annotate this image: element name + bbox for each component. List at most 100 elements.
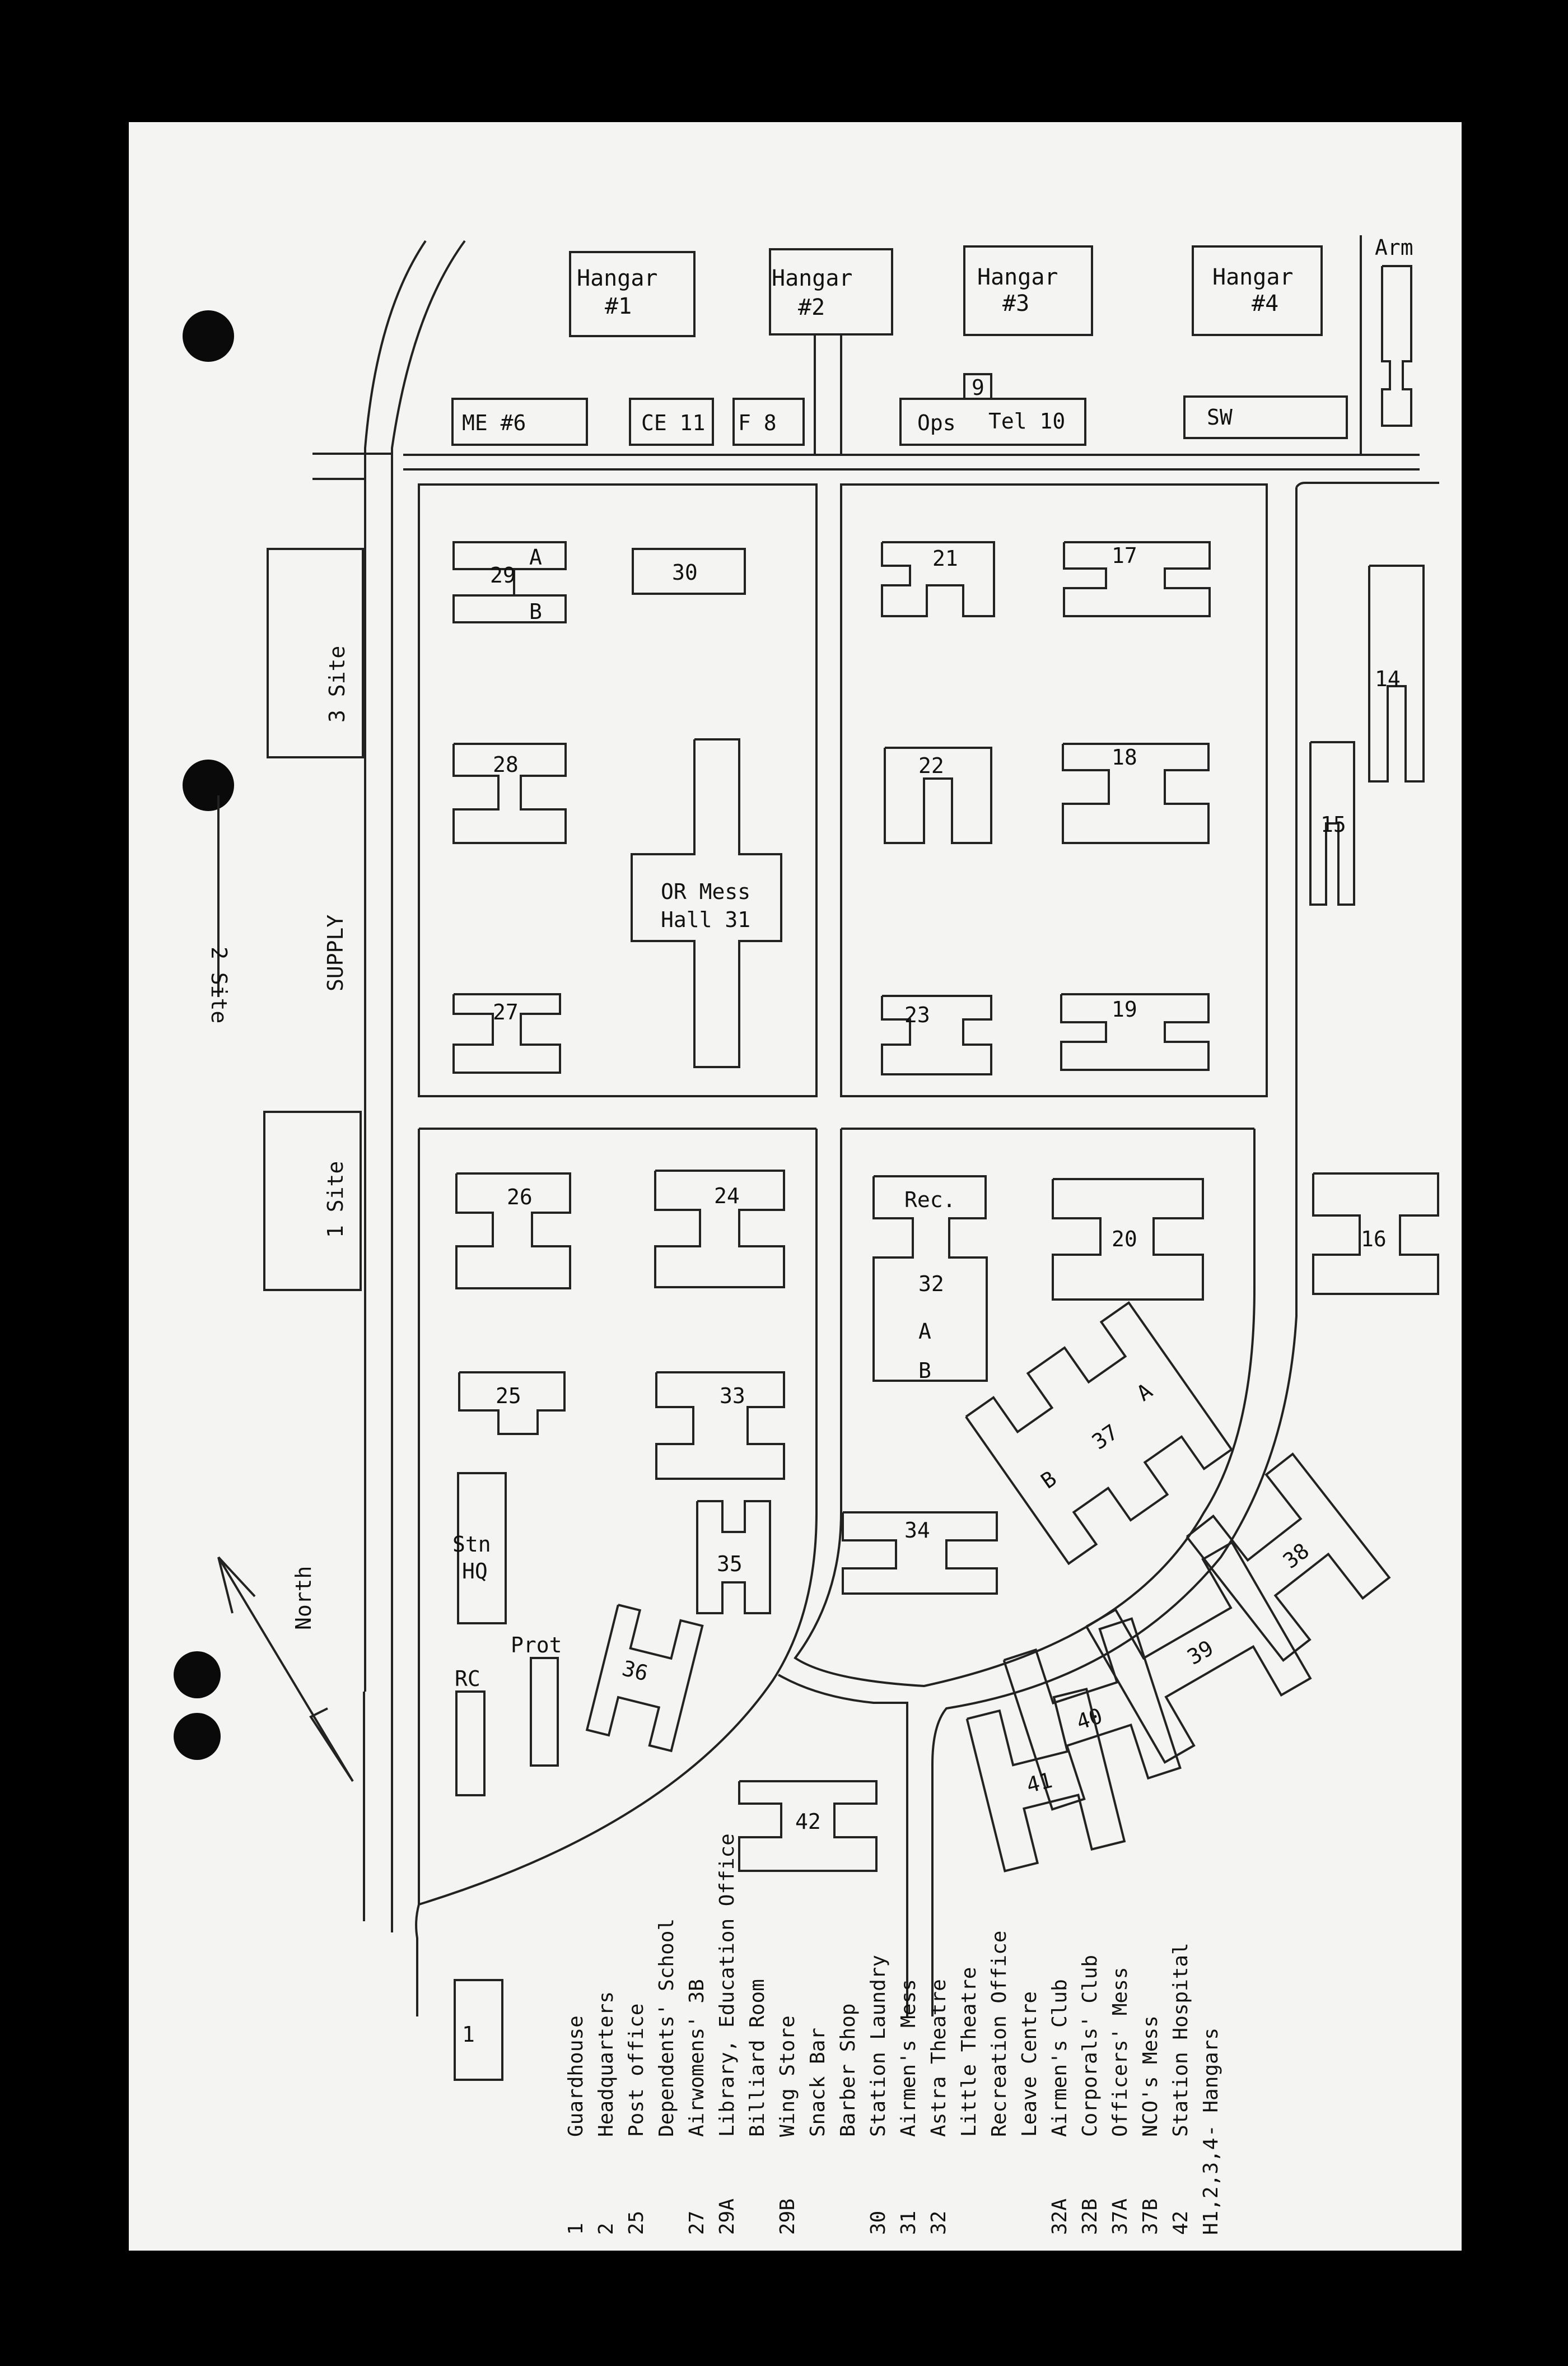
- hangar-2-number: #2: [798, 295, 825, 320]
- legend-num: 30: [867, 2211, 890, 2235]
- building-32: Rec. 32 A B: [872, 1175, 988, 1383]
- tel-10-label: Tel 10: [988, 409, 1065, 434]
- building-22-label: 22: [918, 753, 944, 778]
- building-19: 19: [1060, 993, 1210, 1071]
- rc: RC: [455, 1666, 486, 1796]
- me-6-label: ME #6: [462, 411, 526, 435]
- building-33: 33: [655, 1371, 785, 1480]
- legend-text: Guardhouse: [564, 2015, 587, 2137]
- building-29: 29 A B: [452, 541, 567, 624]
- sw: SW: [1183, 395, 1348, 439]
- legend-text: Station Laundry: [867, 1955, 890, 2137]
- legend-text: Dependents' School: [655, 1918, 678, 2137]
- building-29-label: 29: [490, 563, 516, 588]
- legend-text: Post office: [625, 2004, 648, 2137]
- mess-hall-line1: OR Mess: [661, 879, 750, 904]
- arm-label: Arm: [1375, 235, 1413, 260]
- ops-label: Ops: [917, 411, 956, 435]
- hangar-3-number: #3: [1002, 291, 1029, 316]
- site-3-label: 3 Site: [325, 646, 349, 723]
- legend-num: 42: [1169, 2211, 1192, 2235]
- building-38-label: 38: [1278, 1538, 1314, 1573]
- legend-text: Leave Centre: [1018, 1991, 1041, 2137]
- building-15-label: 15: [1320, 812, 1346, 837]
- building-18: 18: [1062, 743, 1210, 844]
- hangar-2-word: Hangar: [772, 266, 853, 291]
- f-8-label: F 8: [738, 411, 777, 435]
- legend-text: Wing Store: [776, 2015, 799, 2137]
- f-8: F 8: [732, 398, 805, 446]
- armoury: Arm: [1375, 235, 1413, 427]
- legend-num: 1: [564, 2223, 587, 2235]
- legend-text: Airmen's Club: [1048, 1979, 1071, 2137]
- block: [418, 483, 818, 1097]
- legend-num: 27: [685, 2211, 708, 2235]
- legend-num: 32B: [1079, 2199, 1102, 2235]
- site-2: 2 Site: [207, 795, 231, 1023]
- building-36-label: 36: [620, 1656, 651, 1686]
- hangar-1-number: #1: [605, 294, 632, 319]
- legend-text: Officers' Mess: [1109, 1967, 1132, 2137]
- building-24: 24: [654, 1170, 785, 1288]
- legend-text: NCO's Mess: [1139, 2015, 1162, 2137]
- binder-hole: [183, 310, 234, 362]
- building-41: 41: [965, 1688, 1126, 1873]
- legend: 1 Guardhouse 2 Headquarters 25 Post offi…: [564, 1833, 1222, 2235]
- building-32b-label: B: [918, 1358, 931, 1383]
- building-26: 26: [455, 1172, 571, 1289]
- road: [391, 240, 466, 1932]
- me-6: ME #6: [451, 398, 588, 446]
- building-18-label: 18: [1112, 745, 1137, 770]
- ops-tel-10: 9 Ops Tel 10: [899, 373, 1086, 446]
- building-32-label: 32: [918, 1272, 944, 1296]
- hangar-3-word: Hangar: [977, 264, 1058, 290]
- building-25-label: 25: [496, 1384, 521, 1408]
- building-37b-label: B: [1037, 1466, 1061, 1493]
- building-20: 20: [1052, 1178, 1204, 1301]
- legend-text: - Hangars: [1200, 2028, 1222, 2137]
- building-15: 15: [1309, 741, 1355, 906]
- building-19-label: 19: [1112, 997, 1137, 1022]
- legend-num: H1,2,3,4: [1200, 2138, 1222, 2235]
- prot-label: Prot: [511, 1633, 562, 1657]
- hangar-3: Hangar #3: [963, 245, 1093, 336]
- building-17: 17: [1063, 541, 1211, 617]
- legend-num: 25: [625, 2211, 648, 2235]
- hangar-4: Hangar #4: [1192, 245, 1323, 336]
- legend-text: Library, Education Office: [716, 1833, 739, 2137]
- building-42: 42: [738, 1780, 878, 1872]
- building-30-label: 30: [672, 560, 698, 585]
- building-20-label: 20: [1112, 1227, 1137, 1251]
- road: [1295, 482, 1439, 488]
- ce-11-label: CE 11: [641, 411, 705, 435]
- binder-hole: [183, 760, 234, 811]
- rc-label: RC: [455, 1666, 480, 1691]
- building-25: 25: [458, 1371, 566, 1435]
- guardhouse: 1: [454, 1979, 503, 2081]
- legend-num: 37B: [1139, 2199, 1162, 2235]
- legend-text: Airwomens' 3B: [685, 1979, 708, 2137]
- road: [364, 240, 427, 1692]
- building-23-label: 23: [904, 1003, 930, 1027]
- building-16-label: 16: [1361, 1227, 1387, 1251]
- sw-label: SW: [1207, 405, 1233, 430]
- site-3: 3 Site: [267, 548, 364, 758]
- hangar-4-word: Hangar: [1212, 264, 1294, 290]
- hangar-2: Hangar #2: [769, 248, 893, 336]
- building-24-label: 24: [714, 1184, 740, 1208]
- building-34: 34: [842, 1511, 998, 1595]
- road: [415, 1904, 420, 2016]
- building-37: 37 A B: [965, 1301, 1234, 1566]
- building-21-label: 21: [932, 546, 958, 571]
- map-sheet: [129, 122, 1462, 2251]
- building-35-label: 35: [717, 1552, 743, 1576]
- legend-text: Headquarters: [595, 1991, 618, 2137]
- legend-num: 29A: [716, 2199, 739, 2235]
- building-27: 27: [452, 993, 561, 1074]
- building-42-label: 42: [795, 1809, 821, 1834]
- legend-text: Corporals' Club: [1079, 1955, 1102, 2137]
- road: [794, 1129, 1256, 1688]
- building-40-label: 40: [1074, 1703, 1105, 1735]
- binder-hole: [174, 1713, 221, 1760]
- building-32a-label: A: [918, 1319, 931, 1344]
